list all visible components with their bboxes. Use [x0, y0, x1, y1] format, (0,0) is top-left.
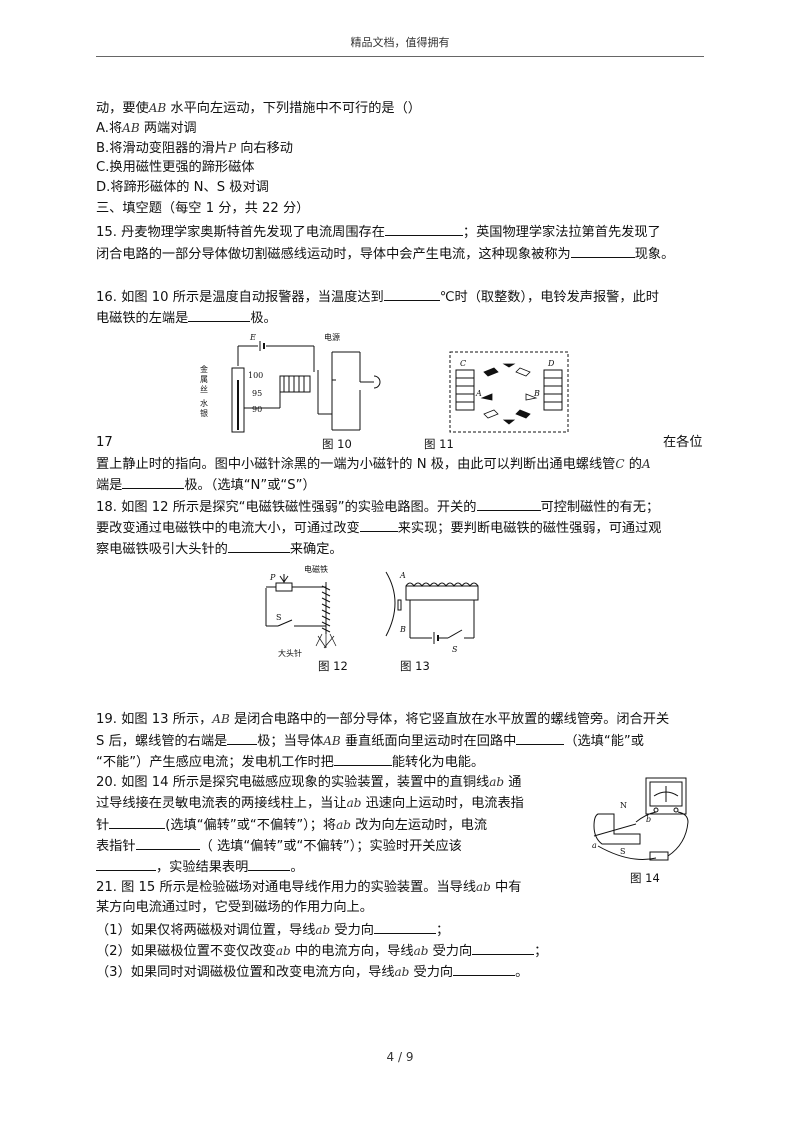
- thermometer-body: [231, 367, 245, 433]
- header-divider: [96, 56, 704, 57]
- svg-text:水: 水: [200, 398, 208, 408]
- figure-12-electromagnet: 电磁铁 P S 大头针: [265, 564, 337, 658]
- electromagnet-coil: [279, 375, 311, 393]
- q14-stem: 动，要使AB 水平向左运动，下列措施中不可行的是（）: [96, 101, 421, 116]
- svg-text:A: A: [399, 571, 406, 580]
- svg-text:银: 银: [200, 408, 208, 418]
- q18-line3: 察电磁铁吸引大头针的来确定。: [96, 539, 343, 559]
- q19-line2: S 后，螺线管的右端是极；当导体AB 垂直纸面向里运动时在回路中（选填“能”或: [96, 731, 644, 751]
- q21-sub2: （2）如果磁极位置不变仅改变ab 中的电流方向，导线ab 受力向；: [96, 941, 547, 961]
- figure-14-caption: 图 14: [630, 871, 660, 885]
- figure-14-induction-apparatus: N S a b: [592, 777, 689, 861]
- pins: [315, 633, 337, 649]
- svg-text:大头针: 大头针: [278, 648, 302, 658]
- q16-line2: 电磁铁的左端是极。: [96, 308, 277, 328]
- compass-needles: [480, 363, 538, 425]
- page-header: 精品文档，值得拥有: [350, 36, 450, 49]
- q17-number: 17: [96, 435, 113, 450]
- q21-line2: 某方向电流通过时，它受到磁场的作用力向上。: [96, 900, 373, 915]
- svg-text:100: 100: [248, 371, 263, 380]
- svg-text:90: 90: [252, 405, 262, 414]
- horseshoe-magnet: [593, 813, 641, 845]
- q19-line1: 19. 如图 13 所示，AB 是闭合电路中的一部分导体，将它竖直放在水平放置的…: [96, 712, 670, 727]
- q17-line2: 置上静止时的指向。图中小磁针涂黑的一端为小磁针的 N 极，由此可以判断出通电螺线…: [96, 457, 651, 472]
- q14-option-d: D.将蹄形磁体的 N、S 极对调: [96, 180, 269, 195]
- rheostat: [275, 582, 293, 592]
- q20-line2: 过导线接在灵敏电流表的两接线柱上，当让ab 迅速向上运动时，电流表指: [96, 796, 524, 811]
- svg-text:a: a: [592, 841, 597, 850]
- bell: [373, 375, 381, 389]
- figure-13-caption: 图 13: [400, 659, 430, 673]
- svg-text:金: 金: [200, 364, 208, 374]
- q14-option-b: B.将滑动变阻器的滑片P 向右移动: [96, 141, 293, 156]
- svg-text:C: C: [460, 359, 466, 368]
- svg-text:P: P: [269, 573, 276, 582]
- q21-line1: 21. 图 15 所示是检验磁场对通电导线作用力的实验装置。当导线ab 中有: [96, 880, 522, 895]
- svg-text:N: N: [620, 801, 627, 810]
- q18-line1: 18. 如图 12 所示是探究“电磁铁磁性强弱”的实验电路图。开关的可控制磁性的…: [96, 497, 659, 517]
- q14-option-a: A.将AB 两端对调: [96, 121, 197, 136]
- svg-text:电磁铁: 电磁铁: [304, 564, 328, 574]
- q20-line5: ，实验结果表明。: [96, 857, 304, 877]
- svg-text:属: 属: [200, 375, 208, 384]
- figure-12-caption: 图 12: [318, 659, 348, 673]
- q15-line1: 15. 丹麦物理学家奥斯特首先发现了电流周围存在；英国物理学家法拉第首先发现了: [96, 222, 661, 242]
- svg-text:S: S: [620, 847, 625, 856]
- q18-line2: 要改变通过电磁铁中的电流大小，可通过改变来实现；要判断电磁铁的磁性强弱，可通过观: [96, 518, 662, 538]
- svg-text:S: S: [276, 613, 281, 622]
- q16-line1: 16. 如图 10 所示是温度自动报警器，当温度达到℃时（取整数），电铃发声报警…: [96, 287, 659, 307]
- svg-text:E: E: [249, 333, 256, 342]
- figure-10-caption: 图 10: [322, 437, 352, 451]
- page-number: 4 / 9: [386, 1050, 414, 1064]
- q17-line3: 端是极。（选填“N”或“S”）: [96, 475, 316, 495]
- q20-line1: 20. 如图 14 所示是探究电磁感应现象的实验装置，装置中的直铜线ab 通: [96, 775, 522, 790]
- q19-line3: “不能”）产生感应电流；发电机工作时把能转化为电能。: [96, 752, 484, 772]
- q20-line4: 表指针（ 选填“偏转”或“不偏转”）；实验时开关应该: [96, 836, 462, 856]
- figure-10-alarm-circuit: E 电源 100 95 90 金 属 丝 水 银: [200, 332, 381, 433]
- svg-text:B: B: [533, 389, 540, 398]
- q14-option-c: C.换用磁性更强的蹄形磁体: [96, 160, 255, 175]
- q21-sub3: （3）如果同时对调磁极位置和改变电流方向，导线ab 受力向。: [96, 962, 528, 982]
- q21-sub1: （1）如果仅将两磁极对调位置，导线ab 受力向；: [96, 920, 449, 940]
- galvanometer: [645, 777, 687, 815]
- svg-text:D: D: [547, 359, 555, 368]
- svg-text:95: 95: [252, 389, 262, 398]
- svg-text:S: S: [452, 645, 458, 654]
- conductor-ab: [385, 571, 396, 637]
- q17-line1-tail: 在各位: [663, 435, 703, 450]
- svg-text:丝: 丝: [200, 384, 208, 394]
- svg-text:b: b: [646, 815, 651, 824]
- q15-line2: 闭合电路的一部分导体做切割磁感线运动时，导体中会产生电流，这种现象被称为现象。: [96, 244, 674, 264]
- section-heading: 三、填空题（每空 1 分，共 22 分）: [96, 201, 310, 216]
- svg-text:A: A: [475, 389, 482, 398]
- svg-text:电源: 电源: [324, 332, 340, 342]
- figure-11-caption: 图 11: [424, 437, 454, 451]
- svg-text:B: B: [399, 625, 406, 634]
- figure-11-solenoids: C A B D: [449, 351, 569, 433]
- coil-turns: [321, 585, 331, 633]
- q20-line3: 针(选填“偏转”或“不偏转”）；将ab 改为向左运动时，电流: [96, 815, 487, 835]
- figure-13-solenoid: A B S: [385, 571, 479, 654]
